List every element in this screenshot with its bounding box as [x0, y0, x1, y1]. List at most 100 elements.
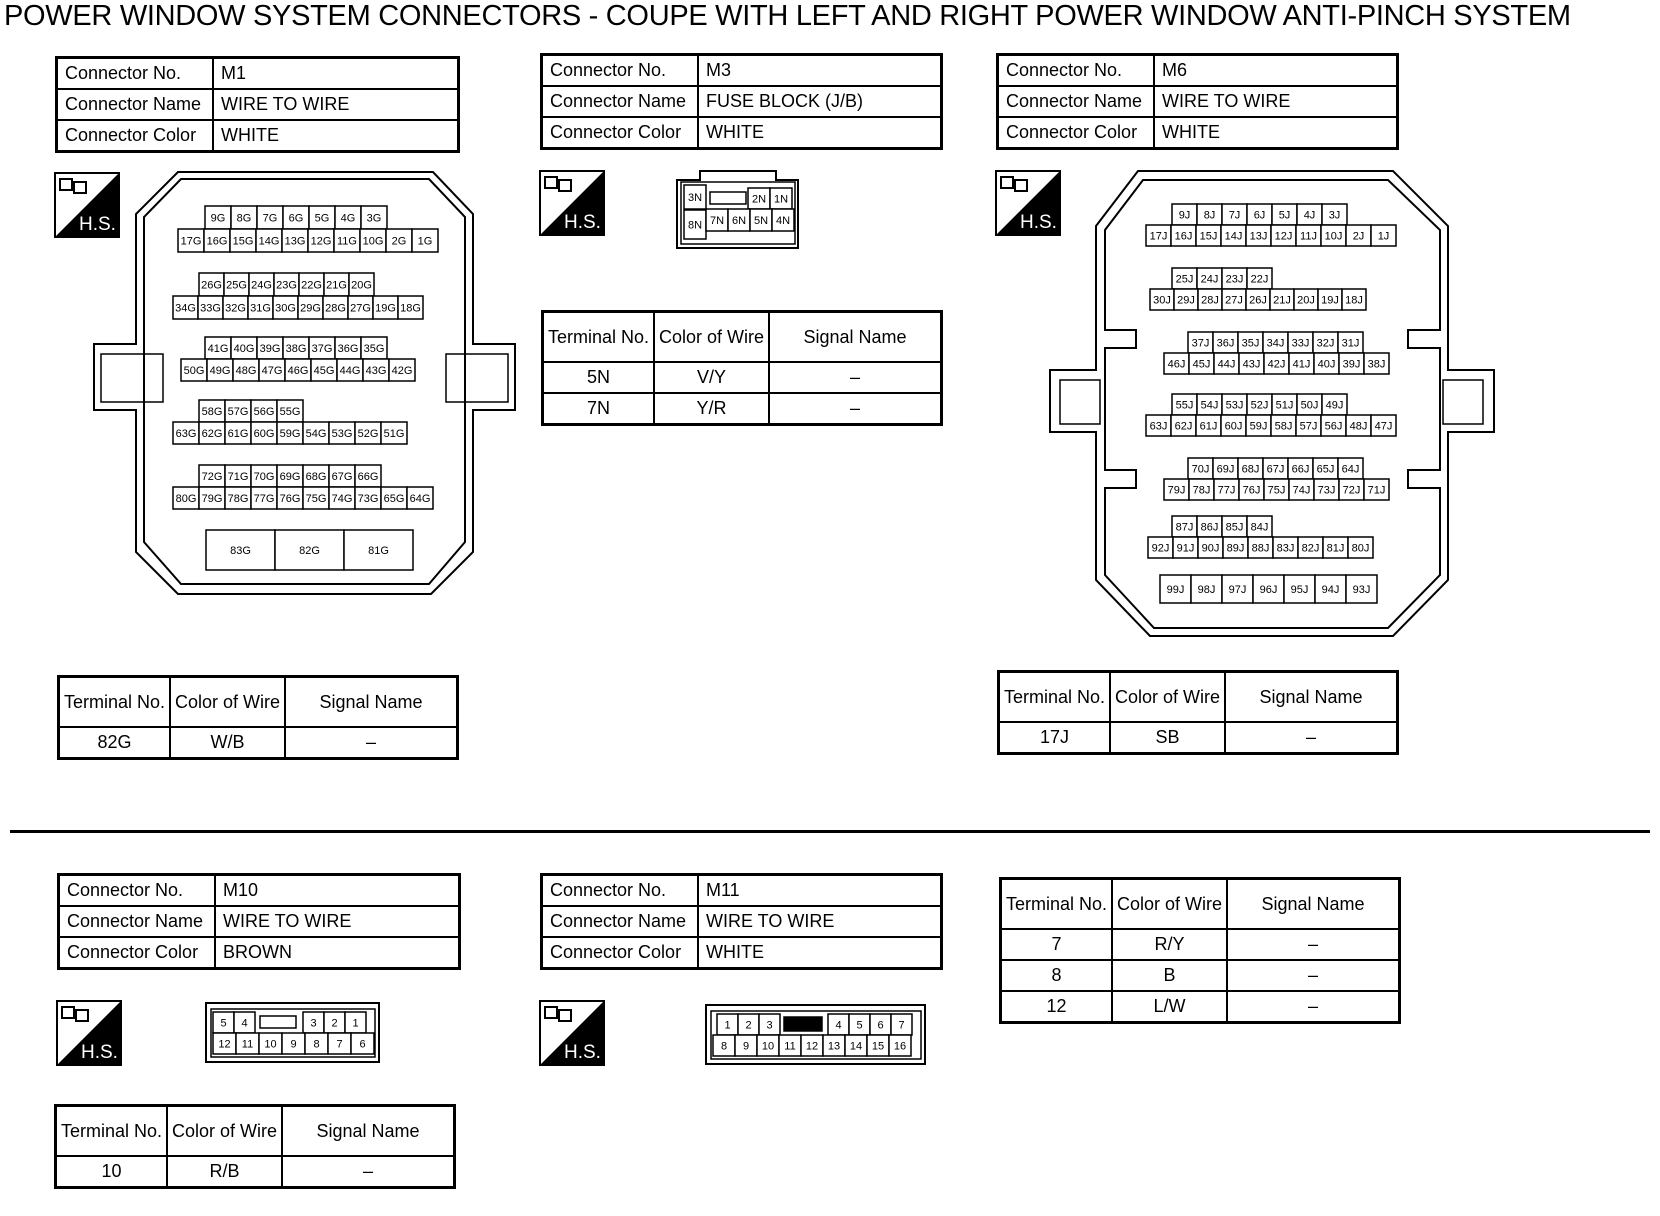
pin-label: 68G: [306, 471, 327, 483]
pin-label: 39G: [260, 343, 281, 355]
pin-label: 23J: [1226, 274, 1244, 286]
hs-icon: H.S.: [54, 172, 120, 238]
pin-label: 1N: [774, 194, 788, 206]
pin-label: 14G: [259, 236, 280, 248]
signal-cell: –: [284, 726, 459, 760]
pin-label: 38J: [1368, 359, 1386, 371]
pin-label: 2J: [1353, 231, 1365, 243]
pin-label: 8N: [688, 220, 702, 232]
pin-label: 58J: [1275, 421, 1293, 433]
pin-label: 71G: [228, 471, 249, 483]
header-color-of-wire: Color of Wire: [653, 310, 771, 363]
pin-label: 99J: [1167, 584, 1185, 596]
pin-label: 16J: [1175, 231, 1193, 243]
pin-label: 29G: [300, 303, 321, 315]
pin-label: 40J: [1318, 359, 1336, 371]
pin-label: 1: [352, 1018, 358, 1030]
pin-label: 11: [242, 1039, 253, 1051]
pin-label: 67J: [1267, 464, 1285, 476]
pin-label: 11J: [1300, 231, 1317, 243]
pin-label: 51G: [384, 428, 405, 440]
signal-cell: –: [1226, 959, 1401, 992]
label-connector-name: Connector Name: [55, 88, 214, 121]
terminal-cell: 7N: [541, 392, 656, 426]
pin-label: 38G: [286, 343, 307, 355]
pin-label: 75G: [306, 493, 327, 505]
pin-label: 46J: [1168, 359, 1186, 371]
header-terminal-no: Terminal No.: [999, 877, 1114, 930]
header-color-of-wire: Color of Wire: [1111, 877, 1229, 930]
label-connector-no: Connector No.: [57, 873, 216, 907]
pin-label: 47J: [1375, 421, 1393, 433]
pin-label: 36J: [1217, 338, 1235, 350]
pin-label: 7J: [1229, 210, 1241, 222]
pin-label: 15: [872, 1041, 884, 1053]
pin-label: 70J: [1192, 464, 1210, 476]
pin-label: 66G: [358, 471, 379, 483]
pin-label: 12: [806, 1041, 818, 1053]
pin-label: 36G: [338, 343, 359, 355]
pin-label: 54J: [1201, 400, 1219, 412]
pin-label: 28G: [325, 303, 346, 315]
pin-label: 70G: [254, 471, 275, 483]
connector-inner: [710, 1010, 922, 1060]
pin-label: 60G: [254, 428, 275, 440]
pin-label: 29J: [1177, 295, 1195, 307]
header-color-of-wire: Color of Wire: [1109, 670, 1227, 723]
pin-label: 10G: [363, 236, 384, 248]
lock-slot: [259, 1015, 297, 1029]
pin-label: 65J: [1317, 464, 1335, 476]
pin-label: 73G: [358, 493, 379, 505]
m1-connector-name: WIRE TO WIRE: [212, 88, 460, 121]
pin-label: 3J: [1329, 210, 1341, 222]
pin-label: 41G: [208, 343, 229, 355]
pin-label: 49G: [210, 365, 231, 377]
header-terminal-no: Terminal No.: [997, 670, 1112, 723]
pin-label: 58G: [202, 406, 223, 418]
pin-label: 10: [762, 1041, 774, 1053]
pin-label: 2G: [392, 236, 407, 248]
pin-label: 59J: [1250, 421, 1268, 433]
label-connector-color: Connector Color: [540, 116, 699, 150]
pin-label: 13J: [1250, 231, 1268, 243]
pin-label: 33J: [1292, 338, 1310, 350]
m11-connector-name: WIRE TO WIRE: [697, 905, 943, 938]
svg-text:H.S.: H.S.: [81, 1042, 118, 1063]
pin-label: 79G: [202, 493, 223, 505]
pin-label: 14J: [1225, 231, 1243, 243]
pin-label: 96J: [1260, 584, 1278, 596]
pin-label: 12G: [311, 236, 332, 248]
pin-cell: [350, 1032, 375, 1055]
pin-label: 71J: [1368, 485, 1386, 497]
header-color-of-wire: Color of Wire: [166, 1104, 284, 1157]
pin-label: 2N: [752, 194, 766, 206]
lock-key: [783, 1016, 823, 1032]
label-connector-color: Connector Color: [996, 116, 1155, 150]
svg-text:H.S.: H.S.: [79, 214, 116, 235]
pin-label: 4J: [1304, 210, 1316, 222]
pin-label: 31J: [1342, 338, 1360, 350]
pin-label: 90J: [1202, 543, 1220, 555]
pin-cell: [1345, 574, 1378, 604]
pin-label: 5: [856, 1020, 862, 1032]
pin-label: 53J: [1226, 400, 1244, 412]
pin-label: 9J: [1179, 210, 1191, 222]
pin-label: 4: [835, 1020, 841, 1032]
wire-cell: L/W: [1111, 990, 1229, 1024]
pin-label: 69J: [1217, 464, 1235, 476]
connector-housing: [705, 1004, 926, 1065]
pin-cell: [406, 486, 434, 510]
pin-label: 19J: [1321, 295, 1339, 307]
pin-label: 79J: [1168, 485, 1186, 497]
pin-label: 3N: [688, 192, 702, 204]
pin-label: 56G: [254, 406, 275, 418]
pin-label: 8G: [237, 213, 252, 225]
pin-label: 86J: [1201, 522, 1219, 534]
pin-label: 92J: [1152, 543, 1170, 555]
pin-label: 9G: [211, 213, 226, 225]
